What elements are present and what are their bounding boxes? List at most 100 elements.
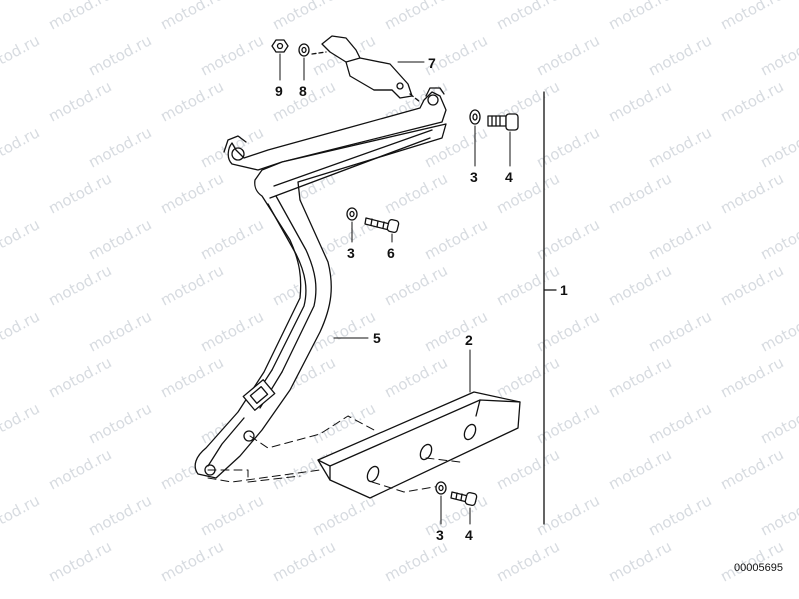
watermark-text: motod.ru: [269, 0, 338, 34]
watermark-text: motod.ru: [269, 537, 338, 585]
callout-4-lower: 4: [465, 527, 473, 543]
watermark-text: motod.ru: [421, 307, 490, 355]
watermark-text: motod.ru: [0, 215, 43, 263]
watermark-text: motod.ru: [0, 0, 3, 34]
watermark-text: motod.ru: [605, 77, 674, 125]
watermark-text: motod.ru: [645, 491, 714, 539]
hex-nut: [271, 39, 289, 53]
upper-bolt: [487, 113, 519, 131]
watermark-text: motod.ru: [85, 215, 154, 263]
watermark-text: motod.ru: [645, 31, 714, 79]
watermark-text: motod.ru: [197, 215, 266, 263]
main-bracket-arm: [194, 87, 447, 479]
watermark-text: motod.ru: [0, 77, 3, 125]
watermark-text: motod.ru: [493, 0, 562, 34]
callout-5: 5: [373, 330, 381, 346]
watermark-text: motod.ru: [157, 169, 226, 217]
watermark-text: motod.ru: [45, 537, 114, 585]
washer: [298, 43, 310, 57]
callout-3-upper: 3: [470, 169, 478, 185]
watermark-text: motod.ru: [197, 307, 266, 355]
watermark-text: motod.ru: [757, 491, 799, 539]
watermark-text: motod.ru: [605, 445, 674, 493]
watermark-text: motod.ru: [45, 445, 114, 493]
watermark-text: motod.ru: [0, 169, 3, 217]
watermark-text: motod.ru: [45, 353, 114, 401]
watermark-text: motod.ru: [157, 353, 226, 401]
watermark-text: motod.ru: [0, 123, 43, 171]
small-bracket: [311, 35, 421, 103]
watermark-text: motod.ru: [381, 537, 450, 585]
watermark-text: motod.ru: [717, 353, 786, 401]
watermark-text: motod.ru: [0, 445, 3, 493]
watermark-text: motod.ru: [645, 399, 714, 447]
callout-2: 2: [465, 332, 473, 348]
callout-3-middle: 3: [347, 245, 355, 261]
watermark-text: motod.ru: [0, 261, 3, 309]
watermark-text: motod.ru: [381, 353, 450, 401]
watermark-text: motod.ru: [605, 169, 674, 217]
diagram-code: 00005695: [734, 562, 783, 574]
watermark-text: motod.ru: [85, 307, 154, 355]
watermark-text: motod.ru: [0, 31, 43, 79]
watermark-text: motod.ru: [0, 307, 43, 355]
middle-bolt: [364, 217, 400, 234]
watermark-text: motod.ru: [157, 77, 226, 125]
watermark-text: motod.ru: [197, 31, 266, 79]
watermark-text: motod.ru: [645, 215, 714, 263]
watermark-text: motod.ru: [0, 353, 3, 401]
callout-6: 6: [387, 245, 395, 261]
callout-4-upper: 4: [505, 169, 513, 185]
lower-washer: [435, 481, 447, 495]
watermark-text: motod.ru: [717, 0, 786, 34]
watermark-text: motod.ru: [493, 261, 562, 309]
assembly-guide-lines: [207, 415, 461, 493]
callout-7: 7: [428, 55, 436, 71]
watermark-text: motod.ru: [757, 31, 799, 79]
watermark-text: motod.ru: [0, 491, 43, 539]
watermark-text: motod.ru: [45, 0, 114, 34]
watermark-text: motod.ru: [493, 169, 562, 217]
group-bracket-line: [543, 91, 557, 525]
watermark-text: motod.ru: [85, 491, 154, 539]
watermark-text: motod.ru: [381, 0, 450, 34]
watermark-text: motod.ru: [0, 537, 3, 585]
watermark-text: motod.ru: [645, 123, 714, 171]
watermark-text: motod.ru: [757, 215, 799, 263]
watermark-text: motod.ru: [717, 169, 786, 217]
callout-1: 1: [560, 282, 568, 298]
watermark-text: motod.ru: [717, 445, 786, 493]
middle-washer: [346, 207, 358, 221]
watermark-text: motod.ru: [645, 307, 714, 355]
watermark-text: motod.ru: [381, 261, 450, 309]
watermark-text: motod.ru: [0, 399, 43, 447]
lower-plate: [317, 391, 521, 499]
leader-lines: [279, 53, 511, 525]
callout-3-lower: 3: [436, 527, 444, 543]
watermark-text: motod.ru: [533, 31, 602, 79]
watermark-text: motod.ru: [85, 31, 154, 79]
watermark-text: motod.ru: [717, 77, 786, 125]
callout-8: 8: [299, 83, 307, 99]
watermark-text: motod.ru: [45, 169, 114, 217]
watermark-text: motod.ru: [85, 123, 154, 171]
watermark-text: motod.ru: [605, 0, 674, 34]
watermark-text: motod.ru: [493, 353, 562, 401]
lower-bolt: [450, 491, 478, 507]
watermark-text: motod.ru: [717, 261, 786, 309]
upper-washer: [469, 109, 481, 125]
watermark-text: motod.ru: [45, 77, 114, 125]
watermark-text: motod.ru: [157, 537, 226, 585]
watermark-text: motod.ru: [197, 491, 266, 539]
watermark-text: motod.ru: [605, 261, 674, 309]
watermark-text: motod.ru: [421, 215, 490, 263]
watermark-text: motod.ru: [157, 261, 226, 309]
watermark-text: motod.ru: [381, 169, 450, 217]
watermark-text: motod.ru: [493, 537, 562, 585]
watermark-text: motod.ru: [157, 0, 226, 34]
watermark-text: motod.ru: [757, 399, 799, 447]
watermark-text: motod.ru: [757, 307, 799, 355]
watermark-text: motod.ru: [309, 491, 378, 539]
watermark-text: motod.ru: [493, 445, 562, 493]
watermark-text: motod.ru: [757, 123, 799, 171]
